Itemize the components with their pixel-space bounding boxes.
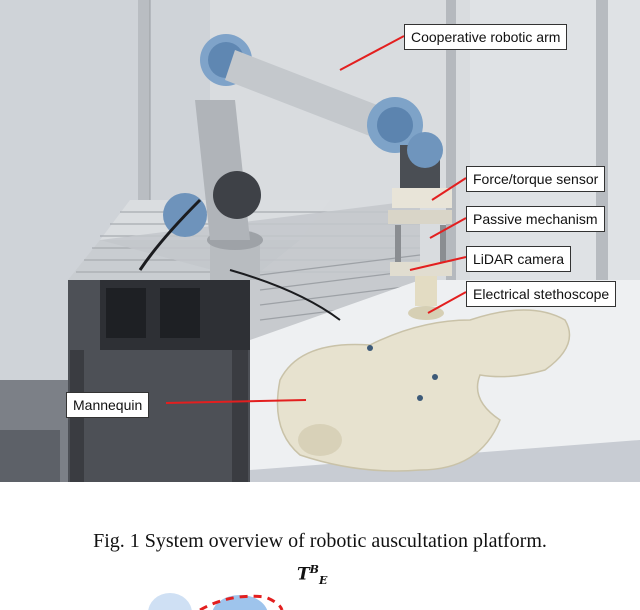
force-sensor-leader: [431, 177, 467, 201]
label-stethoscope: Electrical stethoscope: [466, 281, 617, 307]
arm-leader: [339, 35, 405, 71]
lidar-leader: [409, 256, 467, 271]
label-mannequin: Mannequin: [66, 392, 150, 418]
label-force-sensor: Force/torque sensor: [466, 166, 606, 192]
transform-base: T: [297, 564, 310, 585]
label-lidar: LiDAR camera: [466, 246, 572, 272]
mannequin-leader: [165, 399, 307, 404]
leader-lines: [165, 35, 467, 404]
label-passive: Passive mechanism: [466, 206, 605, 232]
figure-caption: Fig. 1 System overview of robotic auscul…: [93, 530, 547, 552]
transform-label: TBE: [297, 563, 327, 587]
transform-sup: B: [309, 563, 319, 576]
passive-leader: [429, 217, 467, 239]
label-arm: Cooperative robotic arm: [404, 24, 568, 50]
next-figure-fragment: [0, 585, 640, 610]
next-figure-graphic: [148, 593, 284, 610]
transform-sub: E: [318, 574, 328, 588]
stethoscope-leader: [427, 291, 467, 314]
